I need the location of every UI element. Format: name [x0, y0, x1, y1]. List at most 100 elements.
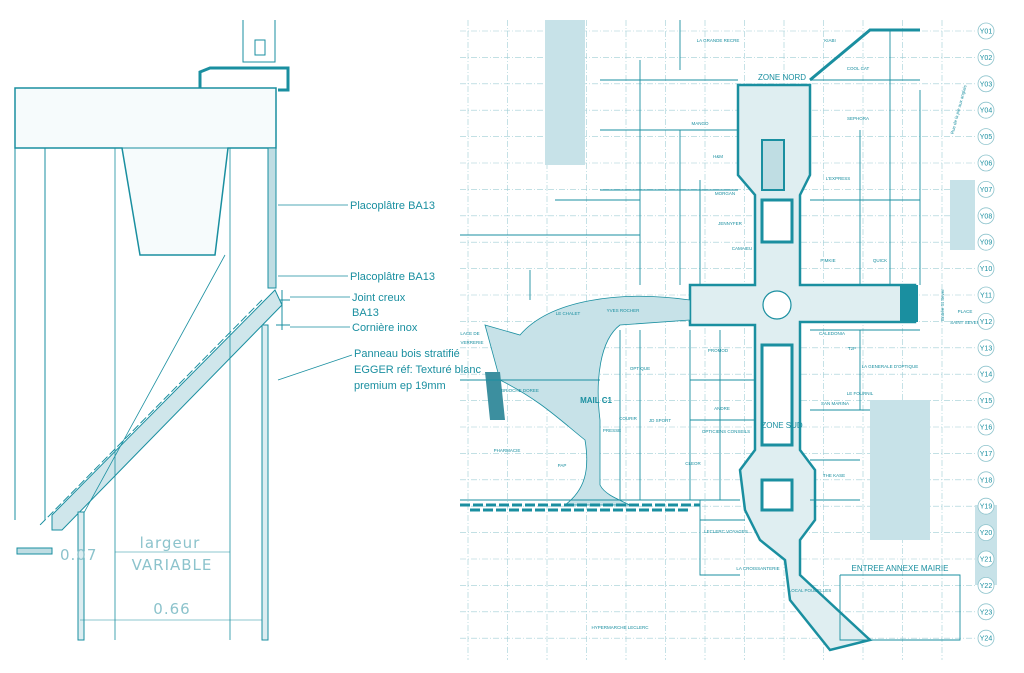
grid-axis-y05: Y05 — [977, 128, 995, 146]
grid-axis-label: Y20 — [980, 530, 993, 537]
store-label: MANGO — [691, 121, 709, 126]
grid-axis-y04: Y04 — [977, 101, 995, 119]
store-label: YVES ROCHER — [607, 308, 641, 313]
grid-axis-y13: Y13 — [977, 339, 995, 357]
store-label: CLEOR — [685, 461, 701, 466]
building-block — [545, 20, 585, 165]
grid-axis-y19: Y19 — [977, 497, 995, 515]
store-label: OPTIQUE — [630, 366, 650, 371]
grid-axis-label: Y16 — [980, 425, 993, 432]
hypermarket-label: HYPERMARCHE LECLERC — [591, 625, 649, 630]
store-label: L'EXPRESS — [826, 176, 851, 181]
grid-axis-label: Y06 — [980, 161, 993, 168]
dim-label-largeur: largeur — [140, 534, 201, 552]
grid-axis-label: Y01 — [980, 29, 993, 36]
store-label: JENNYFER — [718, 221, 743, 226]
grid-axis-y10: Y10 — [977, 260, 995, 278]
grid-axis-label: Y07 — [980, 187, 993, 194]
zone-nord-label: ZONE NORD — [758, 73, 806, 82]
store-label: COURIR — [619, 416, 637, 421]
right-wall — [267, 147, 277, 289]
callout-placo-2: Placoplâtre BA13 — [350, 271, 435, 283]
grid-axis-y03: Y03 — [977, 75, 995, 93]
callout-ba13: BA13 — [352, 307, 379, 319]
grid-axis-label: Y02 — [980, 55, 993, 62]
grid-axis-y23: Y23 — [977, 603, 995, 621]
store-label: PHARMACIE — [494, 448, 521, 453]
zone-sud-label: ZONE SUD — [761, 421, 803, 430]
store-label: H&M — [713, 154, 723, 159]
callout-placo-1: Placoplâtre BA13 — [350, 200, 435, 212]
place-verrerie-2: VERRERIE — [460, 340, 483, 345]
store-label: LE FOURNIL — [847, 391, 874, 396]
grid-axis-y14: Y14 — [977, 365, 995, 383]
store-label: THE KASE — [823, 473, 845, 478]
place-verrerie-1: LACE DE — [460, 331, 479, 336]
section-detail: largeur VARIABLE 0.66 0.07 Placoplâtre B… — [14, 20, 481, 641]
grid-axis-label: Y18 — [980, 477, 993, 484]
grid-axis-y17: Y17 — [977, 444, 995, 462]
grid-axis-y12: Y12 — [977, 312, 995, 330]
dim-small-value: 0.07 — [60, 546, 97, 564]
annex-entry-label: ENTREE ANNEXE MAIRIE — [852, 564, 949, 573]
mall-label: MAIL C1 — [580, 396, 612, 405]
floor-plan: ZONE NORD ZONE SUD MAIL C1 ENTREE ANNEXE… — [460, 20, 997, 660]
store-label: ANDRE — [714, 406, 730, 411]
grid-axis-labels: Y01Y02Y03Y04Y05Y06Y07Y08Y09Y10Y11Y12Y13Y… — [977, 22, 995, 647]
store-label: PIMKIE — [820, 258, 835, 263]
parapet — [198, 66, 290, 92]
store-label: MORGAN — [715, 191, 735, 196]
store-label: CALEDONIA — [819, 331, 845, 336]
grid-axis-y24: Y24 — [977, 629, 995, 647]
grid-axis-y08: Y08 — [977, 207, 995, 225]
store-label: CAMAIEU — [732, 246, 753, 251]
grid-axis-y22: Y22 — [977, 577, 995, 594]
store-label: QUICK — [873, 258, 887, 263]
grid-axis-label: Y03 — [980, 81, 993, 88]
store-labels: LA GRANDE RECRE KIABI COOL CAT SEPHORA MANGO… — [494, 38, 919, 593]
grid-axis-y01: Y01 — [977, 22, 995, 40]
store-label: COOL CAT — [847, 66, 870, 71]
grid-axis-label: Y23 — [980, 609, 993, 616]
store-label: SAN MARINA — [821, 401, 849, 406]
grid-axis-y21: Y21 — [977, 550, 995, 568]
store-label: BRIOCHE DOREE — [501, 388, 539, 393]
store-label: LE CHALET — [556, 311, 581, 316]
store-label: LA GRANDE RECRE — [697, 38, 740, 43]
callout-joint: Joint creux — [352, 292, 406, 304]
grid-axis-label: Y13 — [980, 345, 993, 352]
callout-panneau-2: EGGER réf: Texturé blanc — [354, 364, 481, 376]
store-label: PROMOD — [708, 348, 729, 353]
store-label: PRESSE — [603, 428, 621, 433]
store-label: T2P — [848, 346, 856, 351]
grid-axis-y02: Y02 — [977, 49, 995, 66]
store-label: LOCAL POUBELLES — [789, 588, 832, 593]
callout-panneau-1: Panneau bois stratifié — [354, 348, 460, 360]
store-label: KIABI — [824, 38, 836, 43]
grid-axis-y20: Y20 — [977, 524, 995, 541]
store-label: LA CROISSANTERIE — [736, 566, 779, 571]
grid-axis-label: Y19 — [980, 504, 993, 511]
callout-corniere: Cornière inox — [352, 322, 418, 334]
stair-diagonal — [51, 289, 283, 531]
grid-axis-label: Y15 — [980, 398, 993, 405]
grid-axis-label: Y22 — [980, 583, 993, 590]
grid-axis-label: Y09 — [980, 240, 993, 247]
grid-axis-y11: Y11 — [977, 286, 995, 304]
store-label: JD SPORT — [649, 418, 671, 423]
callout-panneau-3: premium ep 19mm — [354, 380, 446, 392]
grid-axis-y16: Y16 — [977, 418, 995, 436]
grid-axis-label: Y11 — [980, 293, 992, 300]
store-label: LECLERC VOYAGES — [704, 529, 748, 534]
grid-axis-y15: Y15 — [977, 392, 995, 410]
grid-axis-label: Y08 — [980, 213, 993, 220]
street-label: Rue de la pie aux anglais — [950, 84, 968, 135]
grid-axis-label: Y04 — [980, 108, 993, 115]
grid-axis-y06: Y06 — [977, 154, 995, 172]
place-sever-1: PLACE — [958, 309, 973, 314]
grid-axis-label: Y24 — [980, 636, 993, 643]
store-label: SEPHORA — [847, 116, 869, 121]
place-sever-2: SAINT SEVER — [950, 320, 980, 325]
grid-axis-label: Y10 — [980, 266, 993, 273]
